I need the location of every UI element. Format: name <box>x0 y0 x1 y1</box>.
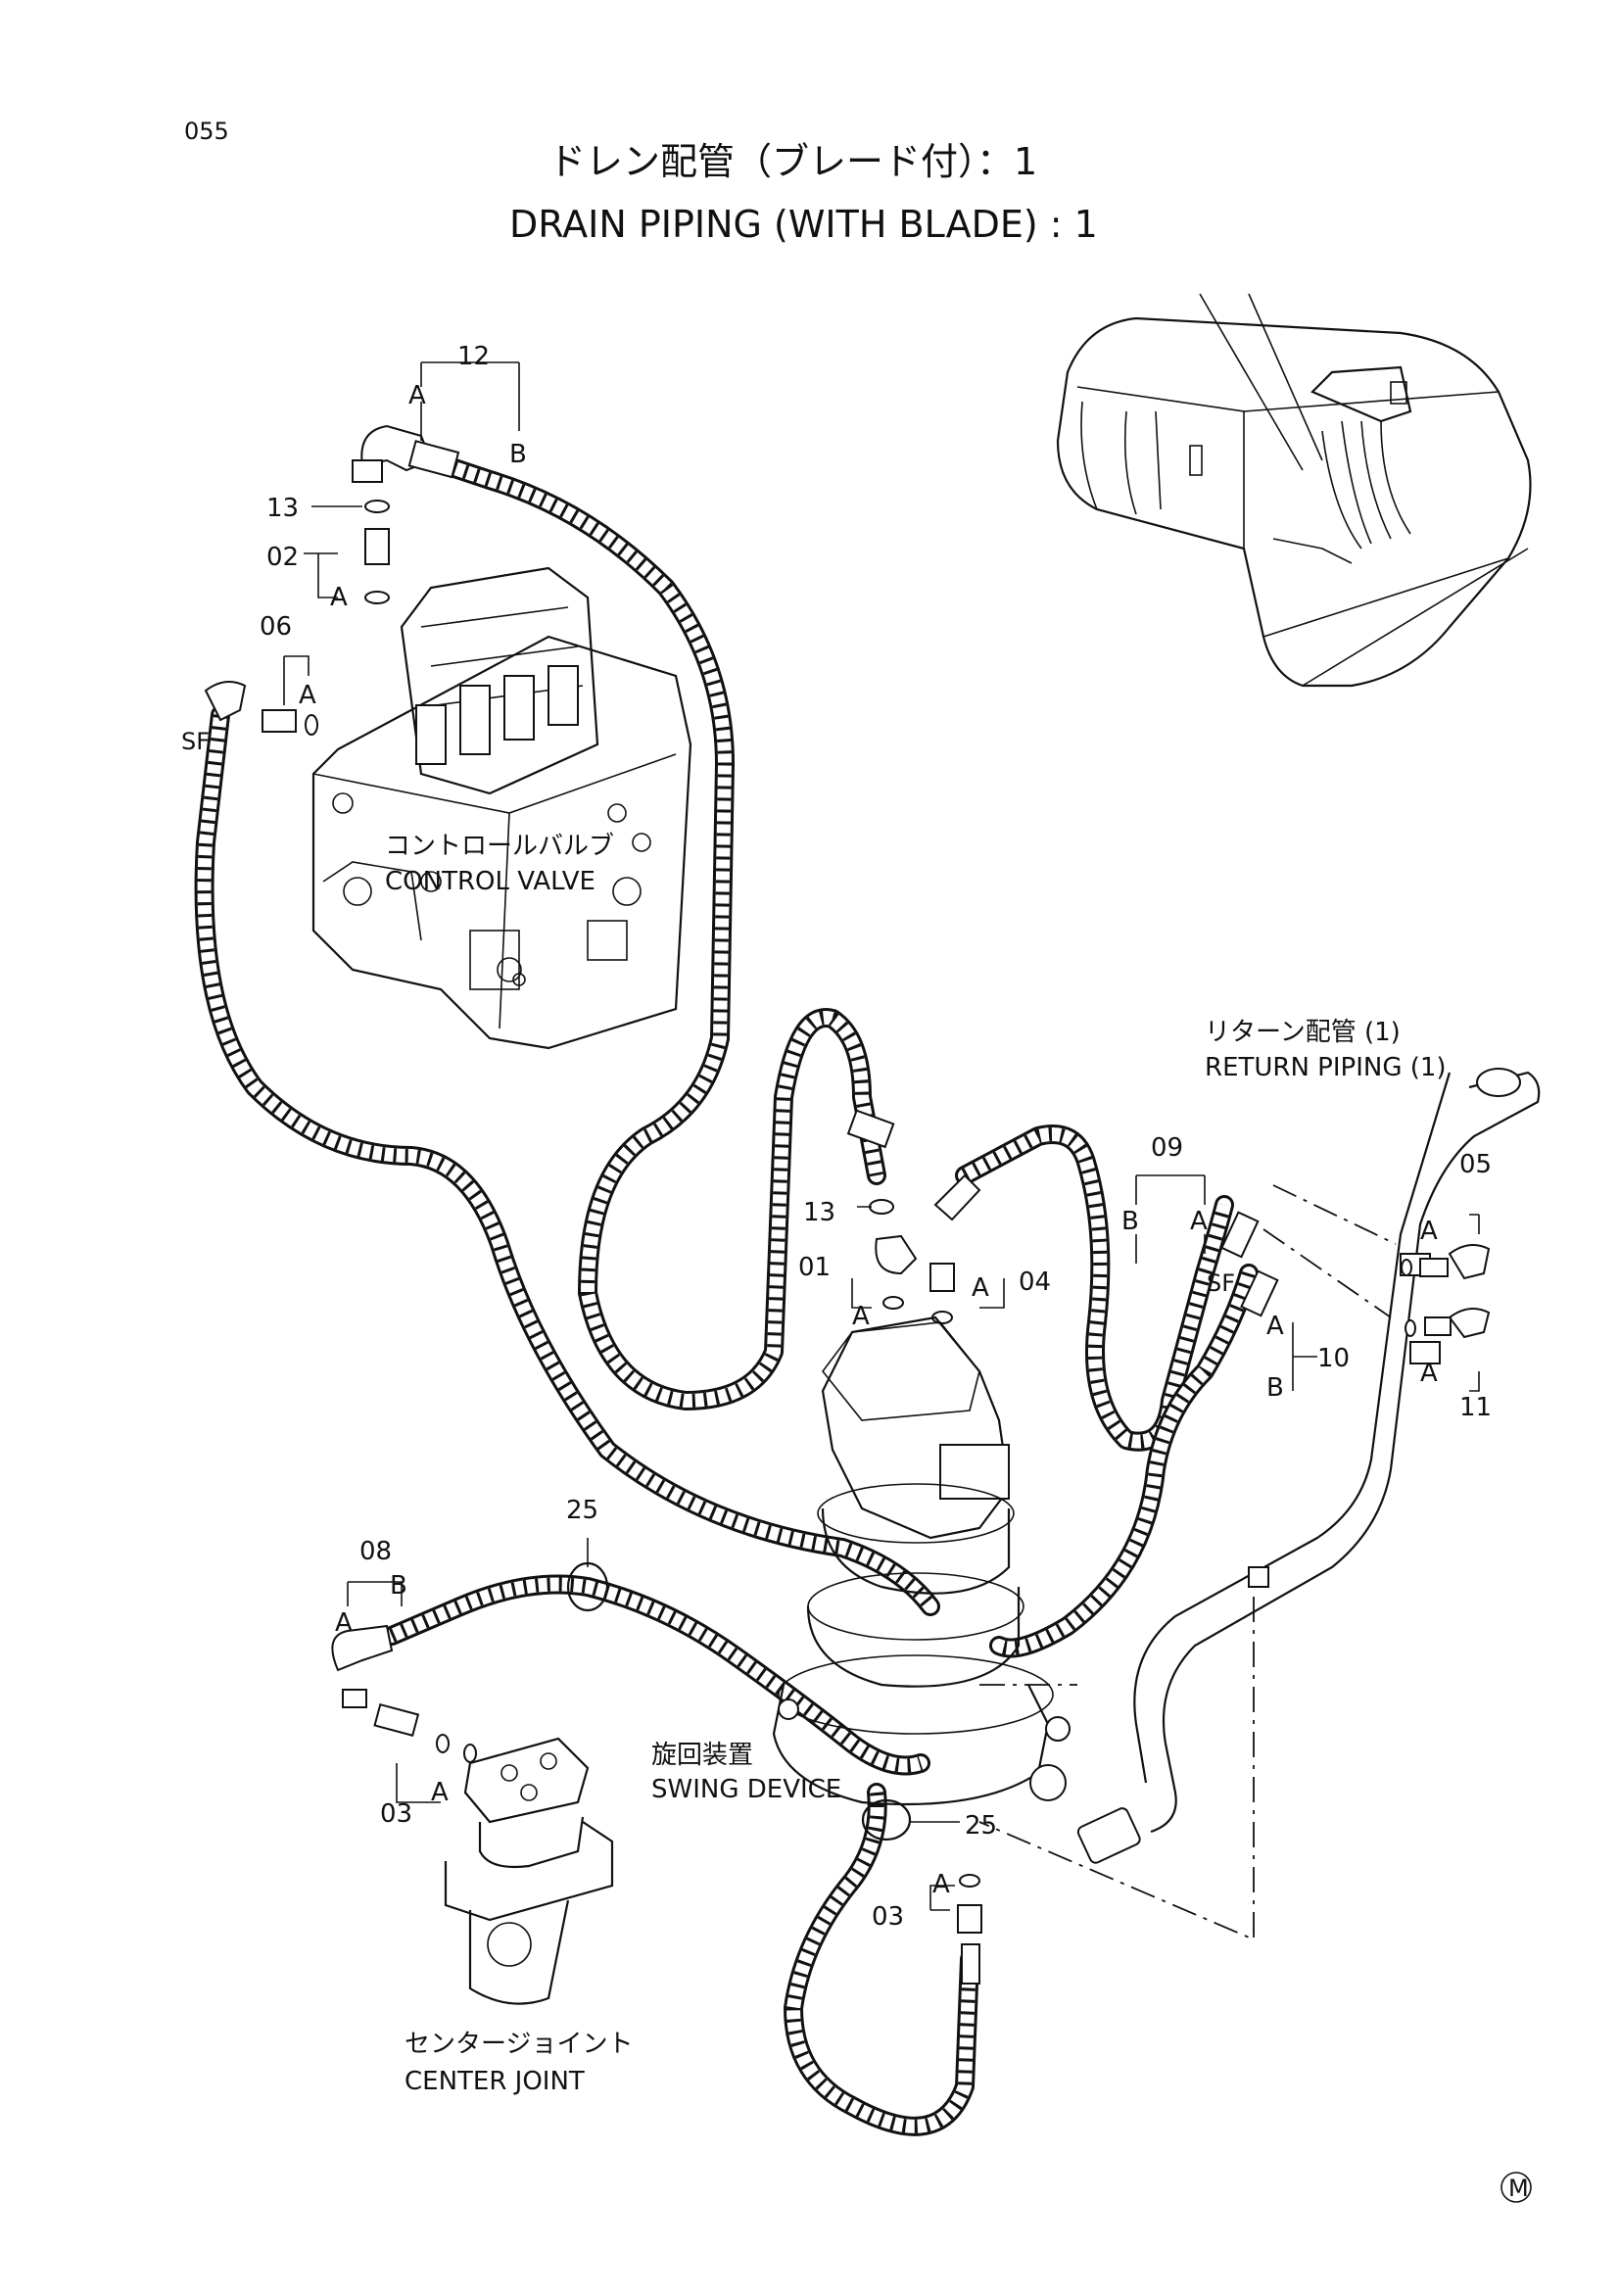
letter-a-02: A <box>330 583 348 612</box>
logo-letter: M <box>1508 2175 1529 2202</box>
letter-sf-11: SF <box>1207 1269 1235 1297</box>
center-joint-body <box>444 1737 614 2005</box>
part-label-02: 02 <box>266 543 299 572</box>
swing-device-label-en: SWING DEVICE <box>651 1775 841 1804</box>
leader-lines <box>978 1184 1397 1941</box>
part-label-05: 05 <box>1459 1150 1492 1179</box>
control-valve-label-en: CONTROL VALVE <box>385 867 595 896</box>
excavator-location-sketch <box>1056 293 1532 688</box>
part-label-25: 25 <box>566 1496 598 1525</box>
letter-a-10: A <box>1266 1312 1284 1341</box>
letter-b-11: B <box>1121 1207 1139 1236</box>
letter-a-01: A <box>852 1302 870 1331</box>
part-label-13-lower: 13 <box>803 1198 835 1227</box>
part-label-03: 03 <box>872 1902 904 1932</box>
letter-b-14: B <box>509 440 527 469</box>
swing-device-label-jp: 旋回装置 <box>651 1741 753 1770</box>
hoses <box>194 451 1259 2136</box>
part-label-10: 10 <box>1317 1344 1350 1373</box>
control-valve-label-jp: コントロールバルブ <box>385 832 614 861</box>
connection-letters: A B A A SF B A SF A A A B A A A B A A <box>181 381 1438 1899</box>
letter-a-09: A <box>335 1608 353 1638</box>
part-label-12: 11 <box>1459 1393 1492 1422</box>
center-joint-label-jp: センタージョイント <box>405 2030 633 2059</box>
title-japanese: ドレン配管（ブレード付）：1 <box>548 140 1037 183</box>
part-label-01: 01 <box>798 1253 831 1282</box>
letter-a-14: A <box>408 381 426 410</box>
part-label-08: 03 <box>380 1799 412 1829</box>
fittings <box>204 424 1491 1985</box>
part-number-labels: 12 13 02 06 13 01 04 09 05 10 11 25 25 0… <box>260 342 1492 1932</box>
letter-a-08: A <box>431 1778 449 1807</box>
part-label-25-lower: 25 <box>965 1811 997 1841</box>
letter-a-03: A <box>932 1870 950 1899</box>
part-label-04: 04 <box>1019 1268 1051 1297</box>
letter-sf-06: SF <box>181 728 210 755</box>
part-label-11: 09 <box>1151 1133 1183 1163</box>
return-piping-label-en: RETURN PIPING (1) <box>1205 1053 1447 1082</box>
manufacturer-mark-logo: M <box>1500 2172 1532 2203</box>
center-joint-label-en: CENTER JOINT <box>405 2067 585 2096</box>
letter-a-04: A <box>972 1273 989 1303</box>
part-label-06: 06 <box>260 612 292 642</box>
part-label-09: 08 <box>359 1537 392 1566</box>
swing-device-body <box>772 1315 1071 1806</box>
component-labels: コントロールバルブ CONTROL VALVE 旋回装置 SWING DEVIC… <box>385 832 1447 2096</box>
part-label-14: 12 <box>457 342 490 371</box>
letter-a-05: A <box>1420 1217 1438 1246</box>
letter-a-11: A <box>1190 1207 1208 1236</box>
part-brackets <box>283 361 1480 1911</box>
letter-a-12: A <box>1420 1359 1438 1388</box>
control-valve-body <box>311 566 692 1050</box>
letter-b-09: B <box>390 1571 407 1601</box>
letter-a-06: A <box>299 681 316 710</box>
return-piping <box>1076 1068 1541 1864</box>
title-english: DRAIN PIPING (WITH BLADE) : 1 <box>509 203 1098 246</box>
return-piping-label-jp: リターン配管 (1) <box>1205 1018 1401 1047</box>
page-number: 055 <box>184 118 229 145</box>
part-label-13: 13 <box>266 494 299 523</box>
letter-b-10: B <box>1266 1373 1284 1403</box>
